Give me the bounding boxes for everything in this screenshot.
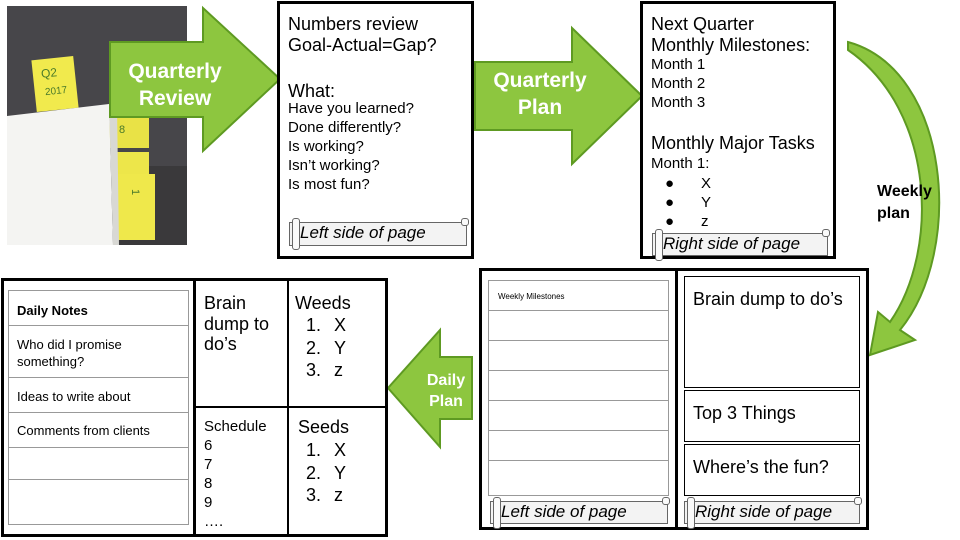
sticky-text-8: 8 — [119, 124, 126, 136]
weekly-right-footer-scroll: Right side of page — [684, 497, 862, 529]
daily-notes-page: Daily Notes Who did I promise something?… — [1, 278, 196, 537]
list-item: 2.Y — [306, 462, 347, 483]
list-item: 1.X — [306, 315, 347, 335]
weekly-right-page: Brain dump to do’s Top 3 Things Where’s … — [675, 268, 869, 530]
weekly-top-three-section: Top 3 Things — [684, 390, 860, 442]
daily-grid-horizontal-divider — [196, 406, 385, 408]
daily-notes-header: Daily Notes — [17, 303, 88, 318]
plan-top-lines: Next Quarter Monthly Milestones: — [651, 14, 811, 55]
daily-plan-page: Brain dump to do’s Weeds 1.X 2.Y 3.z Sch… — [193, 278, 388, 537]
plan-bullet: ●X — [665, 175, 712, 192]
schedule-hour: 7 — [204, 456, 213, 473]
list-item — [489, 461, 668, 495]
review-what-heading: What: — [288, 81, 336, 101]
review-question: Done differently? — [288, 119, 402, 136]
schedule-hour: 8 — [204, 475, 213, 492]
list-item: Who did I promise something? — [9, 326, 188, 378]
list-item: Comments from clients — [9, 413, 188, 448]
weekly-milestones-list: Weekly Milestones — [488, 280, 669, 496]
list-item: 2.Y — [306, 337, 347, 358]
review-question: Isn’t working? — [288, 157, 380, 174]
review-question: Is most fun? — [288, 176, 370, 193]
daily-plan-arrow — [386, 327, 473, 450]
plan-months: Month 1 Month 2 Month 3 — [651, 55, 705, 112]
schedule-hour: 6 — [204, 437, 213, 454]
schedule-hour: …. — [204, 513, 224, 530]
list-item: Ideas to write about — [9, 378, 188, 413]
quarterly-plan-box: Next Quarter Monthly Milestones: Month 1… — [640, 1, 836, 261]
review-question: Have you learned? — [288, 100, 414, 117]
list-item — [489, 401, 668, 431]
weekly-left-footer-scroll: Left side of page — [490, 497, 670, 529]
weekly-plan-arrow — [847, 40, 941, 357]
weekly-milestones-header: Weekly Milestones — [498, 292, 565, 301]
plan-month: Month 1 — [651, 56, 706, 73]
plan-bullet: ●Y — [665, 194, 712, 211]
schedule-block: Schedule 6 7 8 9 …. — [204, 417, 267, 531]
review-top-lines: Numbers review Goal-Actual=Gap? — [288, 14, 437, 55]
plan-bullet: ●z — [665, 213, 709, 230]
quarterly-review-arrow — [109, 5, 282, 154]
list-item: 3.z — [306, 360, 343, 380]
list-item — [9, 448, 188, 480]
schedule-heading: Schedule — [204, 418, 267, 435]
plan-tasks-month: Month 1: — [651, 155, 710, 172]
plan-bullets: ●X ●Y ●z — [665, 174, 711, 231]
schedule-hour: 9 — [204, 494, 213, 511]
quarterly-plan-arrow — [474, 25, 644, 167]
seeds-heading: Seeds — [298, 417, 350, 437]
daily-notes-list: Daily Notes Who did I promise something?… — [8, 290, 189, 525]
list-item — [489, 311, 668, 341]
daily-brain-dump: Brain dump to do’s — [204, 293, 270, 354]
plan-month: Month 3 — [651, 94, 706, 111]
quarterly-review-box: Numbers review Goal-Actual=Gap? What: Ha… — [277, 1, 474, 259]
weekly-fun-section: Where’s the fun? — [684, 444, 860, 496]
review-questions: Have you learned? Done differently? Is w… — [288, 99, 414, 194]
plan-month: Month 2 — [651, 75, 706, 92]
weeds-list: 1.X 2.Y 3.z — [306, 314, 346, 382]
plan-tasks-heading: Monthly Major Tasks — [651, 133, 815, 153]
list-item: 3.z — [306, 485, 343, 505]
list-item — [489, 431, 668, 461]
list-item — [489, 371, 668, 401]
review-question: Is working? — [288, 138, 364, 155]
weeds-heading: Weeds — [295, 293, 351, 313]
plan-footer-scroll: Right side of page — [652, 229, 830, 261]
list-item — [9, 480, 188, 524]
list-item — [489, 341, 668, 371]
weekly-brain-dump-section: Brain dump to do’s — [684, 276, 860, 388]
list-item: 1.X — [306, 440, 347, 460]
weekly-left-page: Weekly Milestones Left side of page — [479, 268, 678, 530]
seeds-list: 1.X 2.Y 3.z — [306, 439, 346, 507]
review-footer-scroll: Left side of page — [289, 218, 469, 250]
